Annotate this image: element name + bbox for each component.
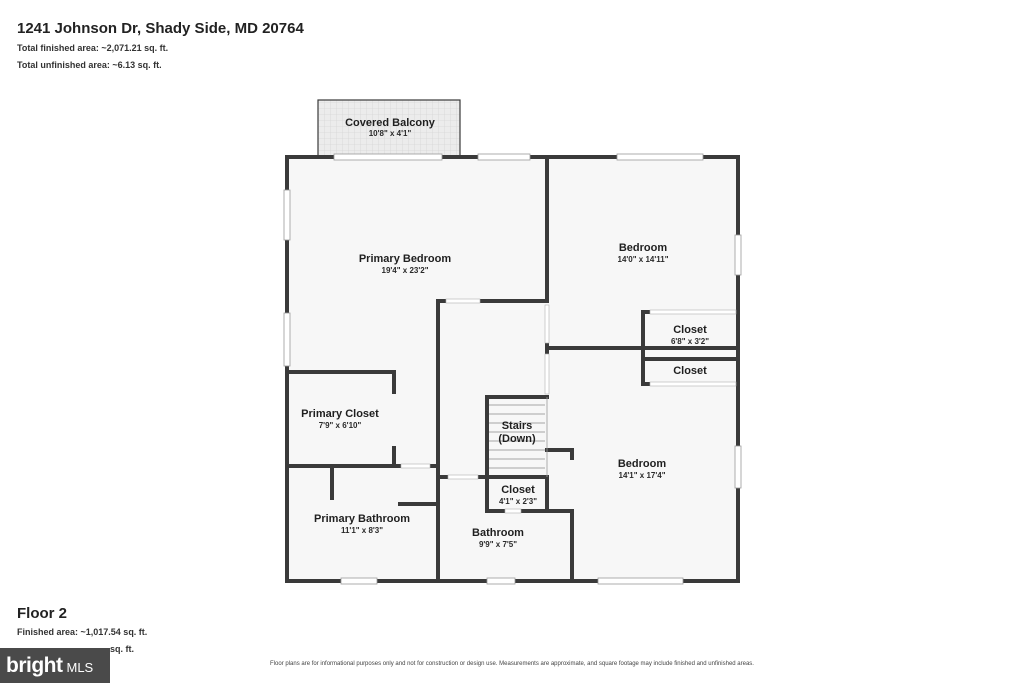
covered-balcony-label: Covered Balcony — [345, 117, 436, 129]
primary-bathroom-dims: 11'1" x 8'3" — [341, 526, 383, 535]
logo-suffix: MLS — [66, 660, 94, 675]
closet-1-label: Closet — [673, 324, 707, 336]
address-title: 1241 Johnson Dr, Shady Side, MD 20764 — [17, 20, 304, 37]
total-unfinished-area: Total unfinished area: ~6.13 sq. ft. — [17, 60, 162, 70]
bedroom-2-label: Bedroom — [618, 458, 667, 470]
stairs-label: Stairs — [502, 420, 533, 432]
bedroom-1-dims: 14'0" x 14'11" — [618, 255, 669, 264]
closet-1-dims: 6'8" x 3'2" — [671, 337, 709, 346]
bathroom-label: Bathroom — [472, 527, 524, 539]
floor-finished-area: Finished area: ~1,017.54 sq. ft. — [17, 627, 148, 637]
primary-closet-label: Primary Closet — [301, 408, 379, 420]
covered-balcony-dims: 10'8" x 4'1" — [369, 129, 412, 138]
floor-title: Floor 2 — [17, 605, 68, 622]
total-finished-area: Total finished area: ~2,071.21 sq. ft. — [17, 43, 169, 53]
disclaimer: Floor plans are for informational purpos… — [270, 661, 754, 667]
stair-treads — [489, 397, 548, 477]
closet-3-dims: 4'1" x 2'3" — [499, 497, 537, 506]
door-openings — [400, 298, 737, 514]
covered-balcony — [317, 99, 461, 158]
primary-bathroom-label: Primary Bathroom — [314, 513, 410, 525]
primary-bedroom-dims: 19'4" x 23'2" — [382, 266, 429, 275]
closet-3-label: Closet — [501, 484, 535, 496]
bedroom-1-label: Bedroom — [619, 242, 668, 254]
floor-unfinished-area-partial: sq. ft. — [110, 644, 134, 654]
closet-2-label: Closet — [673, 365, 707, 377]
bathroom-dims: 9'9" x 7'5" — [479, 540, 517, 549]
bright-mls-logo: bright MLS — [0, 648, 110, 683]
primary-closet-dims: 7'9" x 6'10" — [319, 421, 362, 430]
windows — [283, 153, 742, 585]
bedroom-2-dims: 14'1" x 17'4" — [619, 471, 666, 480]
stairs-direction: (Down) — [498, 433, 536, 445]
logo-brand: bright — [6, 653, 63, 677]
primary-bedroom-label: Primary Bedroom — [359, 253, 452, 265]
